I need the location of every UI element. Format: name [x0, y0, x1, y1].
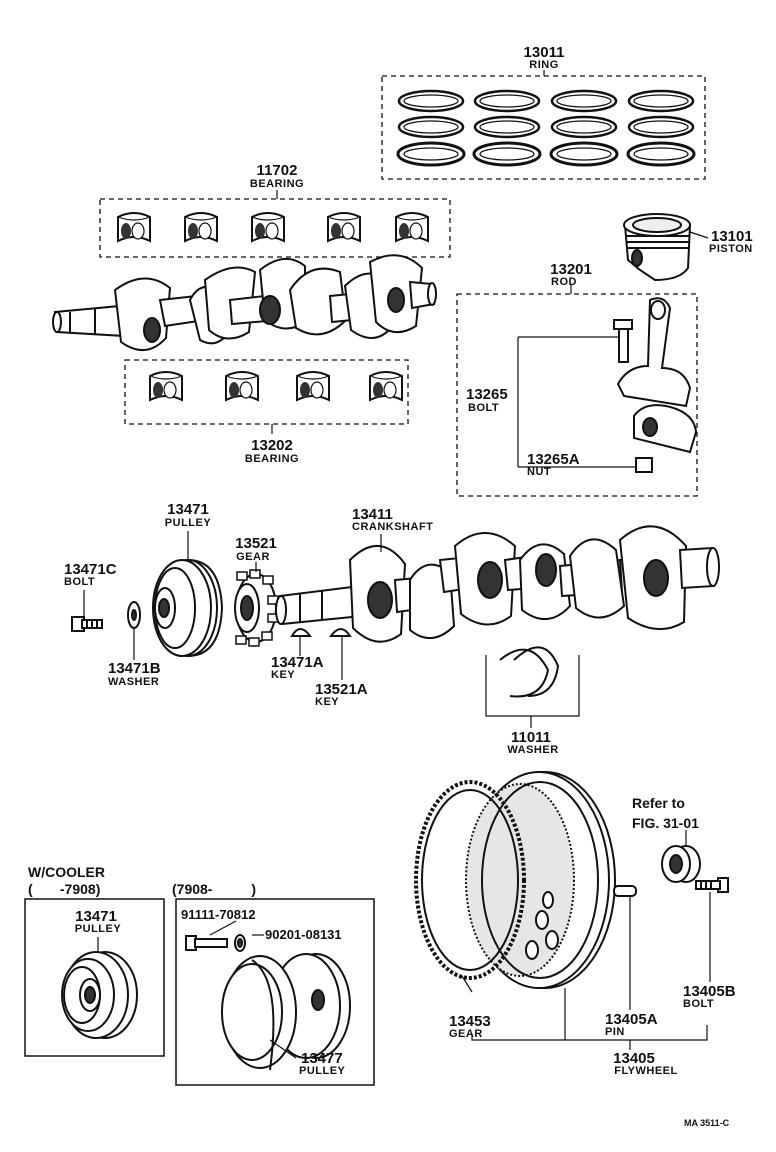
rod-part-number: 13201: [550, 261, 592, 278]
gear-part-name: GEAR: [236, 551, 270, 563]
crankshaft-part-number: 13411: [352, 506, 393, 523]
key-b-part-name: KEY: [315, 696, 340, 708]
bearing-shell: [296, 371, 330, 401]
refer-note-line1: Refer to: [632, 795, 685, 811]
thrust-washer-illustration: [485, 646, 580, 728]
thrust-washer-part-number: 11011: [510, 729, 552, 746]
main-bearing-lower-group: [124, 359, 409, 434]
bearing-shell: [117, 212, 151, 242]
piston-ring-set: [549, 89, 619, 167]
bearing-shell: [251, 212, 285, 242]
bearing-shell: [225, 371, 259, 401]
pulley-bolt-part-name: BOLT: [64, 576, 96, 588]
cooler-pulley-part-name: PULLEY: [74, 923, 122, 935]
flywheel-part-name: FLYWHEEL: [614, 1065, 678, 1077]
pulley-washer-part-name: WASHER: [108, 676, 160, 688]
bearing-upper-part-number: 11702: [256, 162, 298, 179]
flywheel-bolt-illustration: [695, 877, 729, 982]
crank-pulley-illustration: [152, 531, 224, 657]
figure-code: MA 3511-C: [684, 1118, 730, 1128]
bearing-lower-part-name: BEARING: [244, 453, 300, 465]
ring-gear-part-number: 13453: [449, 1013, 491, 1030]
pulley-assembly-group: [175, 898, 375, 1086]
key-a-part-number: 13471A: [271, 654, 324, 671]
bearing-shell: [395, 212, 429, 242]
piston-part-number: 13101: [711, 228, 753, 245]
after-range: (7908- ): [172, 881, 257, 897]
rod-part-name: ROD: [551, 276, 577, 288]
pulley-bolt-part-number: 13471C: [64, 561, 117, 578]
crankshaft-top-illustration: [52, 254, 437, 351]
pulley-bolt-illustration: [71, 590, 103, 632]
flywheel-illustration: [414, 771, 616, 989]
flywheel-pin-illustration: [613, 885, 637, 1010]
main-bearing-upper-group: [99, 190, 451, 258]
pulley-b-part-number: 13477: [301, 1050, 343, 1067]
flywheel-bolt-part-number: 13405B: [683, 983, 736, 1000]
ring-gear-part-name: GEAR: [449, 1028, 483, 1040]
rod-bolt-part-number: 13265: [466, 386, 508, 403]
cooler-range: ( -7908): [28, 881, 101, 897]
flywheel-part-number: 13405: [613, 1050, 655, 1067]
pulley-part-name: PULLEY: [164, 517, 212, 529]
bearing-shell: [327, 212, 361, 242]
flywheel-pin-part-number: 13405A: [605, 1011, 658, 1028]
flywheel-pin-part-name: PIN: [605, 1026, 625, 1038]
refer-note-line2: FIG. 31-01: [632, 815, 699, 831]
crankshaft-illustration: [275, 525, 720, 643]
rod-nut-part-number: 13265A: [527, 451, 580, 468]
bearing-upper-part-name: BEARING: [249, 178, 305, 190]
timing-gear-illustration: [234, 562, 279, 647]
connecting-rod-group: [456, 284, 698, 497]
pulley-washer-part-number: 13471B: [108, 660, 161, 677]
piston-ring-set: [396, 89, 466, 167]
crankshaft-part-name: CRANKSHAFT: [352, 521, 434, 533]
rod-bolt-part-name: BOLT: [468, 402, 500, 414]
cooler-title: W/COOLER: [28, 864, 105, 880]
pilot-bearing-illustration: [661, 830, 701, 883]
rod-nut-part-name: NUT: [527, 466, 552, 478]
ring-part-number: 13011: [523, 44, 565, 61]
cooler-pulley-group: [24, 898, 165, 1057]
thrust-washer-part-name: WASHER: [507, 744, 559, 756]
bearing-shell: [149, 371, 183, 401]
piston-illustration: [623, 213, 709, 282]
ring-part-name: RING: [529, 59, 559, 71]
piston-ring-set: [626, 89, 696, 167]
cooler-pulley-part-number: 13471: [75, 908, 117, 925]
gear-part-number: 13521: [235, 535, 277, 552]
piston-part-name: PISTON: [709, 243, 753, 255]
bearing-shell: [369, 371, 403, 401]
pulley-part-number: 13471: [167, 501, 209, 518]
bearing-shell: [184, 212, 218, 242]
flywheel-bolt-part-name: BOLT: [683, 998, 715, 1010]
bearing-lower-part-number: 13202: [251, 437, 293, 454]
woodruff-key-illustration: [290, 628, 352, 680]
pulley-b-part-name: PULLEY: [299, 1065, 346, 1077]
flywheel-leaders: [461, 975, 708, 1050]
key-b-part-number: 13521A: [315, 681, 368, 698]
pulley-washer-illustration: [127, 601, 141, 660]
std-bolt-part-number: 91111-70812: [181, 907, 256, 922]
std-washer-part-number: 90201-08131: [265, 927, 342, 942]
key-a-part-name: KEY: [271, 669, 296, 681]
ring-set-group: [381, 70, 706, 180]
piston-ring-set: [472, 89, 542, 167]
